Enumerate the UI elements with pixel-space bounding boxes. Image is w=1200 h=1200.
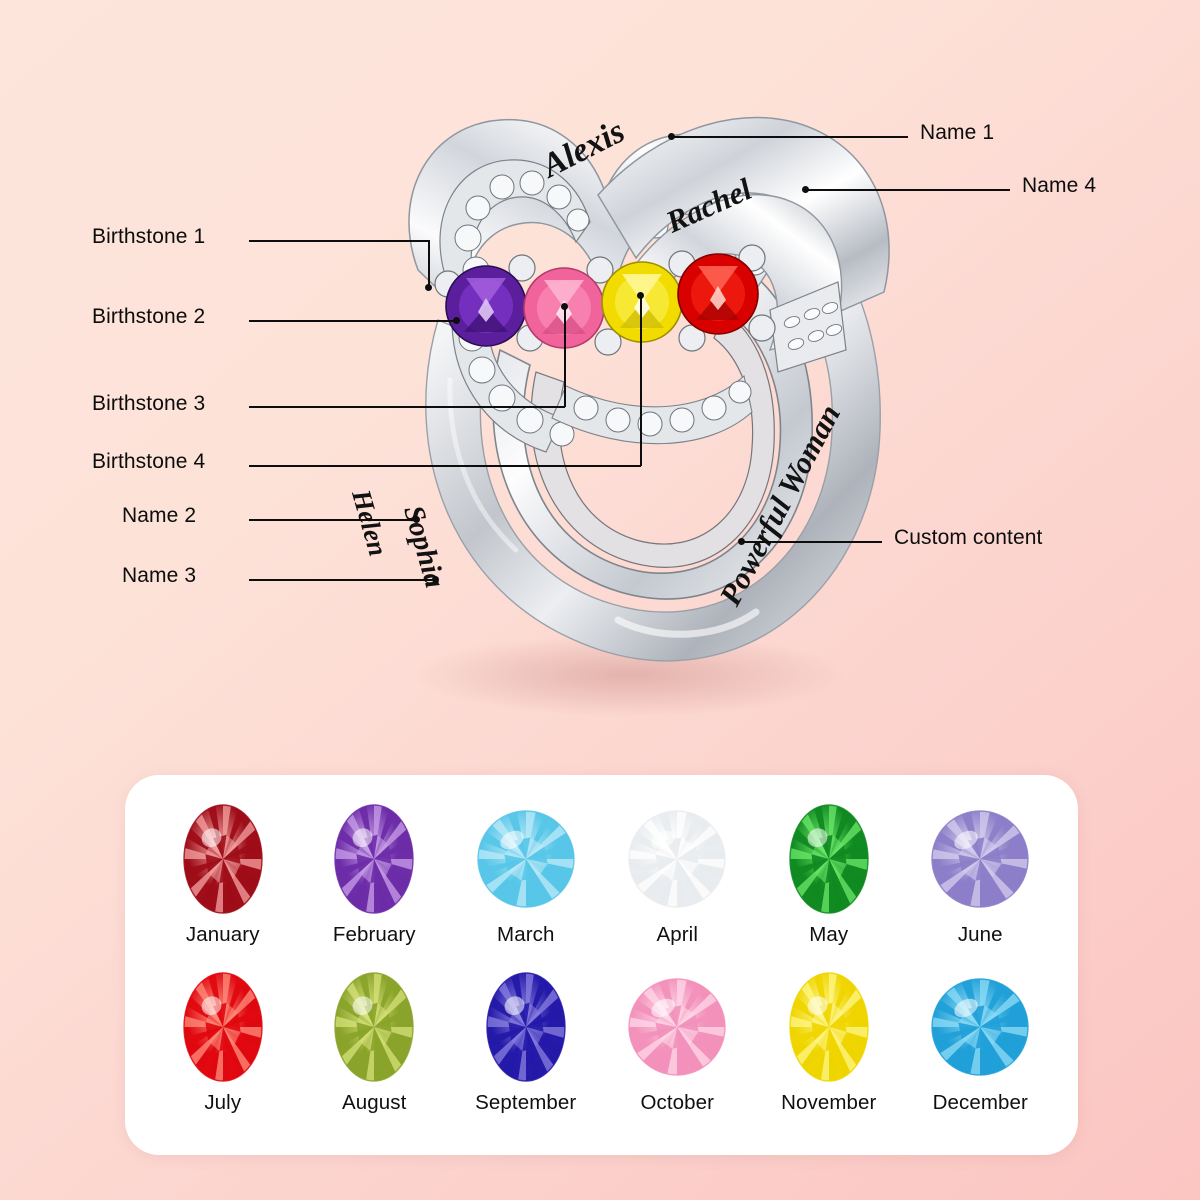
birthstone-month-label: May: [809, 923, 849, 946]
gem-icon: [182, 801, 264, 917]
label-name-4: Name 4: [1022, 174, 1097, 197]
birthstone-month-label: March: [497, 923, 555, 946]
gem-icon: [627, 969, 727, 1085]
birthstone-cell: August: [299, 969, 451, 1137]
label-birthstone-3: Birthstone 3: [92, 392, 206, 415]
birthstone-cell: October: [602, 969, 754, 1137]
birthstone-month-label: August: [342, 1091, 407, 1114]
birthstone-cell: March: [450, 801, 602, 969]
label-birthstone-4: Birthstone 4: [92, 450, 206, 473]
birthstone-cell: April: [602, 801, 754, 969]
birthstone-month-label: October: [640, 1091, 715, 1114]
label-custom-content: Custom content: [894, 526, 1043, 549]
birthstone-grid: January February: [147, 801, 1056, 1137]
birthstone-month-label: November: [781, 1091, 877, 1114]
label-birthstone-1: Birthstone 1: [92, 225, 206, 248]
birthstone-cell: February: [299, 801, 451, 969]
gem-icon: [333, 801, 415, 917]
gem-icon: [930, 801, 1030, 917]
birthstone-cell: January: [147, 801, 299, 969]
label-name-1: Name 1: [920, 121, 995, 144]
gem-icon: [788, 969, 870, 1085]
label-name-2: Name 2: [122, 504, 197, 527]
gem-icon: [930, 969, 1030, 1085]
label-name-3: Name 3: [122, 564, 197, 587]
gem-icon: [476, 801, 576, 917]
birthstone-month-label: April: [656, 923, 698, 946]
birthstone-cell: May: [753, 801, 905, 969]
birthstone-month-label: September: [475, 1091, 577, 1114]
gem-icon: [333, 969, 415, 1085]
birthstone-month-label: December: [932, 1091, 1028, 1114]
birthstone-chart-card: January February: [125, 775, 1078, 1155]
gem-icon: [485, 969, 567, 1085]
gem-icon: [627, 801, 727, 917]
birthstone-cell: December: [905, 969, 1057, 1137]
birthstone-cell: November: [753, 969, 905, 1137]
birthstone-cell: September: [450, 969, 602, 1137]
gem-icon: [182, 969, 264, 1085]
birthstone-cell: July: [147, 969, 299, 1137]
birthstone-cell: June: [905, 801, 1057, 969]
birthstone-month-label: February: [332, 923, 416, 946]
birthstone-month-label: June: [957, 923, 1003, 946]
ring-illustration: Alexis Rachel Helen Sophia Powerful Woma…: [300, 20, 940, 720]
birthstone-month-label: January: [185, 923, 260, 946]
birthstone-month-label: July: [204, 1091, 242, 1114]
gem-icon: [788, 801, 870, 917]
label-birthstone-2: Birthstone 2: [92, 305, 206, 328]
